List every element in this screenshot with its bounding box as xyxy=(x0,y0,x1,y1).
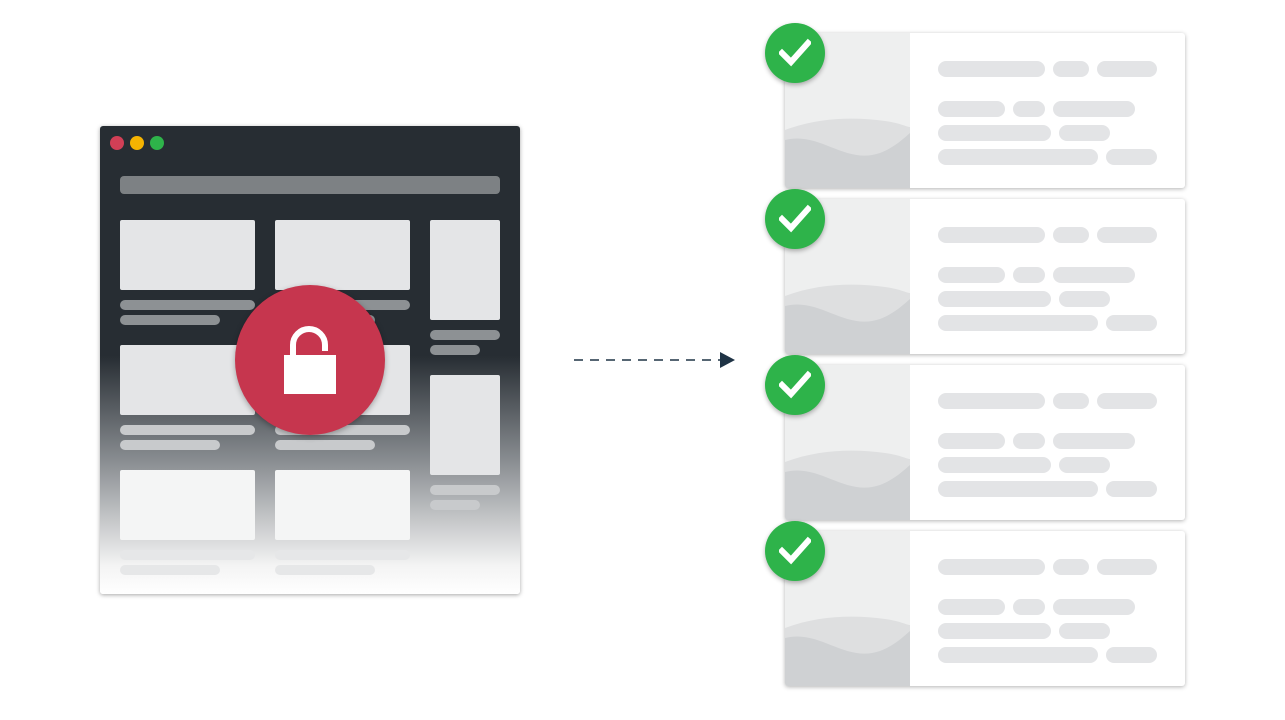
success-badge xyxy=(765,355,825,415)
text-placeholder xyxy=(1106,315,1157,331)
text-placeholder xyxy=(938,599,1005,615)
text-placeholder xyxy=(938,647,1098,663)
text-placeholder xyxy=(938,101,1005,117)
text-placeholder xyxy=(1106,149,1157,165)
text-line xyxy=(275,425,410,435)
lock-badge xyxy=(235,285,385,435)
text-placeholder xyxy=(938,457,1051,473)
text-line xyxy=(120,550,255,560)
close-window-dot[interactable] xyxy=(110,136,124,150)
content-tile xyxy=(120,220,255,290)
sidebar-tile xyxy=(430,220,500,320)
checkmark-icon xyxy=(779,536,811,565)
text-placeholder xyxy=(1106,481,1157,497)
checkmark-icon xyxy=(779,38,811,67)
text-line xyxy=(430,345,480,355)
text-line xyxy=(275,565,375,575)
checkmark-icon xyxy=(779,370,811,399)
text-placeholder xyxy=(938,61,1045,77)
success-badge xyxy=(765,189,825,249)
text-placeholder xyxy=(1013,433,1045,449)
text-placeholder xyxy=(1059,457,1110,473)
text-line xyxy=(430,485,500,495)
text-placeholder xyxy=(1053,61,1089,77)
text-line xyxy=(430,500,480,510)
text-placeholder xyxy=(938,481,1098,497)
text-placeholder xyxy=(938,291,1051,307)
text-placeholder xyxy=(1053,559,1089,575)
text-placeholder xyxy=(1053,227,1089,243)
browser-window xyxy=(100,126,520,594)
text-line xyxy=(120,440,220,450)
text-placeholder xyxy=(1053,599,1135,615)
result-card[interactable] xyxy=(785,199,1185,354)
minimize-window-dot[interactable] xyxy=(130,136,144,150)
checkmark-icon xyxy=(779,204,811,233)
text-line xyxy=(120,425,255,435)
text-placeholder xyxy=(938,433,1005,449)
text-placeholder xyxy=(1013,101,1045,117)
success-badge xyxy=(765,521,825,581)
success-badge xyxy=(765,23,825,83)
text-line xyxy=(275,440,375,450)
text-line xyxy=(120,315,220,325)
text-placeholder xyxy=(1059,125,1110,141)
text-line xyxy=(120,565,220,575)
image-placeholder xyxy=(785,365,910,520)
text-placeholder xyxy=(1053,267,1135,283)
text-line xyxy=(120,300,255,310)
address-bar[interactable] xyxy=(120,176,500,194)
result-card[interactable] xyxy=(785,33,1185,188)
text-placeholder xyxy=(1053,101,1135,117)
content-tile xyxy=(120,470,255,540)
text-placeholder xyxy=(1053,433,1135,449)
unlocked-padlock-icon xyxy=(284,326,336,394)
text-placeholder xyxy=(1013,267,1045,283)
text-placeholder xyxy=(938,267,1005,283)
text-line xyxy=(275,550,410,560)
content-tile xyxy=(275,220,410,290)
image-placeholder xyxy=(785,531,910,686)
text-placeholder xyxy=(938,149,1098,165)
text-placeholder xyxy=(1013,599,1045,615)
text-placeholder xyxy=(1059,623,1110,639)
text-placeholder xyxy=(1097,227,1157,243)
text-placeholder xyxy=(1097,559,1157,575)
text-placeholder xyxy=(938,315,1098,331)
result-card[interactable] xyxy=(785,531,1185,686)
sidebar-tile xyxy=(430,375,500,475)
dashed-arrow-right-icon xyxy=(574,352,735,368)
text-line xyxy=(430,330,500,340)
text-placeholder xyxy=(938,559,1045,575)
text-placeholder xyxy=(938,227,1045,243)
content-tile xyxy=(275,470,410,540)
text-placeholder xyxy=(938,125,1051,141)
text-placeholder xyxy=(938,393,1045,409)
text-placeholder xyxy=(1059,291,1110,307)
text-placeholder xyxy=(938,623,1051,639)
text-placeholder xyxy=(1106,647,1157,663)
text-placeholder xyxy=(1053,393,1089,409)
text-placeholder xyxy=(1097,393,1157,409)
text-placeholder xyxy=(1097,61,1157,77)
maximize-window-dot[interactable] xyxy=(150,136,164,150)
result-card[interactable] xyxy=(785,365,1185,520)
content-tile xyxy=(120,345,255,415)
